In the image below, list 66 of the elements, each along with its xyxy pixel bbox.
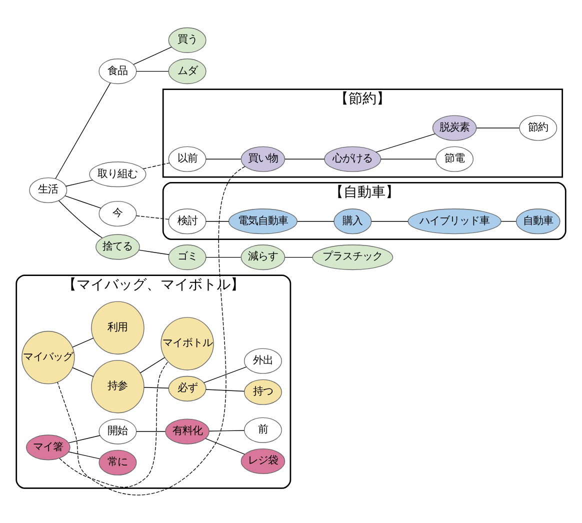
connector (136, 70, 169, 72)
node-ellipse: 有料化 (165, 418, 210, 444)
connector (136, 431, 166, 432)
connector (284, 256, 313, 258)
node-ellipse: 減らす (240, 244, 286, 270)
connector (208, 430, 245, 432)
node-circle: 持参 (91, 360, 144, 414)
node-ellipse: 検討 (168, 208, 206, 234)
node-ellipse: プラスチック (312, 244, 394, 270)
node-ellipse: 食品 (98, 58, 137, 84)
connector (72, 338, 94, 348)
connector (206, 158, 242, 160)
connector (72, 367, 94, 377)
node-ellipse: 電気自動車 (228, 208, 298, 234)
connector (371, 221, 408, 222)
node-ellipse: 前 (244, 417, 282, 443)
node-ellipse: レジ袋 (240, 448, 286, 474)
node-ellipse: 自動車 (516, 208, 560, 234)
node-circle: マイバッグ (22, 330, 75, 384)
node-ellipse: 以前 (168, 146, 206, 172)
connector (376, 133, 436, 152)
node-circle: マイボトル (160, 317, 214, 370)
connector (296, 221, 334, 222)
node-ellipse: 取り組む (89, 162, 146, 188)
node-ellipse: 生活 (29, 177, 68, 204)
node-ellipse: 節約 (519, 115, 558, 141)
node-ellipse: ハイブリッド車 (408, 208, 502, 234)
node-ellipse: 開始 (98, 418, 137, 444)
node-ellipse: 持つ (244, 379, 282, 405)
node-circle: 利用 (91, 301, 144, 354)
connector (133, 46, 172, 65)
connector (206, 221, 230, 222)
node-ellipse: 節電 (436, 146, 474, 172)
connector (66, 180, 93, 187)
connector (138, 250, 170, 255)
connector (144, 387, 169, 388)
connector (380, 158, 436, 160)
connector (206, 256, 242, 258)
connector (500, 221, 516, 222)
node-ellipse: 脱炭素 (432, 115, 477, 141)
connector (55, 82, 111, 179)
node-ellipse: マイ箸 (26, 434, 70, 460)
node-ellipse: 買い物 (240, 146, 286, 172)
node-ellipse: 必ず (168, 376, 206, 402)
connector (136, 215, 170, 220)
connector (68, 452, 100, 460)
connector (284, 158, 325, 160)
node-ellipse: 今 (98, 200, 137, 227)
node-ellipse: 常に (98, 450, 137, 476)
node-ellipse: 心がける (324, 146, 382, 172)
node-ellipse: 外出 (244, 348, 282, 374)
node-ellipse: ムダ (168, 58, 206, 84)
node-ellipse: 買う (168, 27, 206, 53)
node-ellipse: ゴミ (168, 244, 206, 270)
node-ellipse: 捨てる (96, 234, 140, 260)
connector (68, 435, 100, 444)
connector (59, 361, 168, 488)
connector (206, 389, 245, 392)
connector (142, 162, 170, 170)
connector (58, 200, 103, 238)
connector (140, 357, 166, 374)
node-ellipse: 購入 (334, 208, 372, 234)
connector (205, 438, 245, 454)
connector (57, 166, 246, 496)
connector (204, 366, 247, 384)
connector (64, 195, 102, 209)
